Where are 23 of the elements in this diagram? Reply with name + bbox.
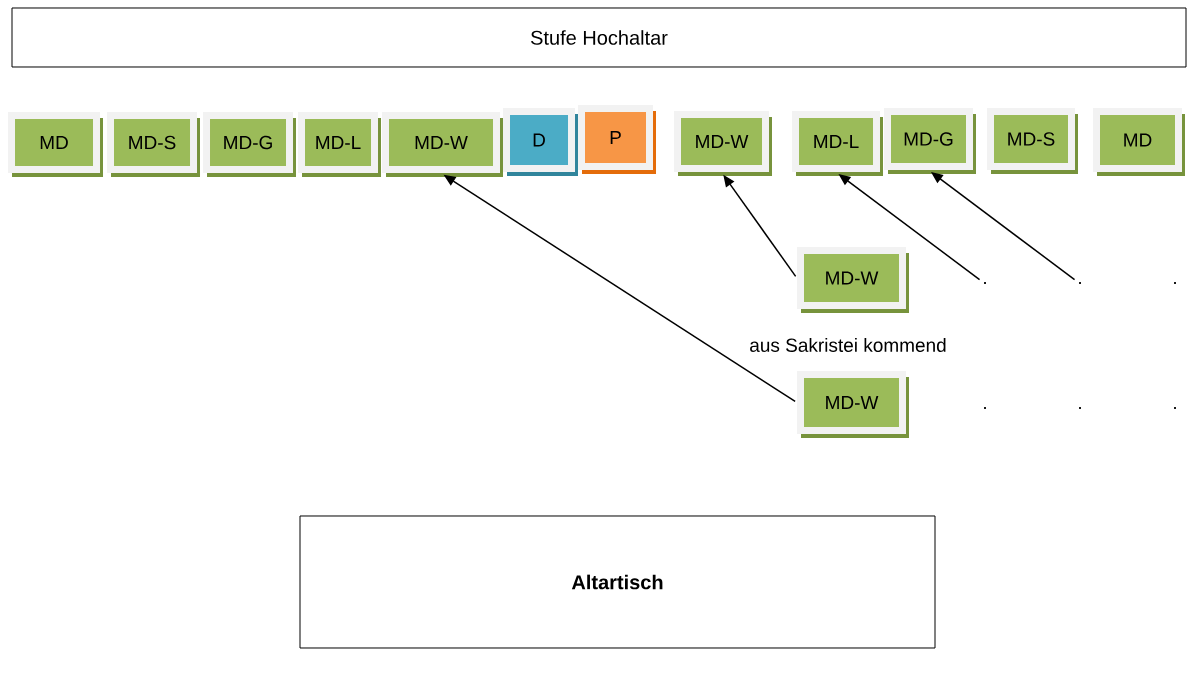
note-text: . xyxy=(1079,407,1081,409)
dot-text: . xyxy=(1079,282,1081,284)
person-tile: MD-S xyxy=(987,108,1078,174)
note-text: . xyxy=(1174,407,1176,409)
person-tile: MD-G xyxy=(884,108,976,174)
step-box: Stufe Hochaltar xyxy=(11,7,1187,68)
person-tile: P xyxy=(578,105,656,174)
person-tile: MD-W xyxy=(382,112,503,177)
dot-text: . xyxy=(984,282,986,284)
person-tile: D xyxy=(503,108,578,176)
note-text: aus Sakristei kommend xyxy=(750,338,946,352)
note-text: . xyxy=(1174,282,1176,284)
person-tile: MD-G xyxy=(203,112,296,177)
person-tile: MD-L xyxy=(298,112,381,177)
person-tile: MD-W xyxy=(797,247,909,313)
person-tile: MD-W xyxy=(797,371,909,438)
person-tile: MD-W xyxy=(674,111,772,176)
person-tile: MD xyxy=(8,112,103,177)
note-text: . xyxy=(984,407,986,409)
person-tile: MD-S xyxy=(107,112,200,177)
person-tile: MD-L xyxy=(792,111,883,176)
person-tile: MD xyxy=(1093,108,1185,176)
altar-table-box: Altartisch xyxy=(299,515,936,649)
